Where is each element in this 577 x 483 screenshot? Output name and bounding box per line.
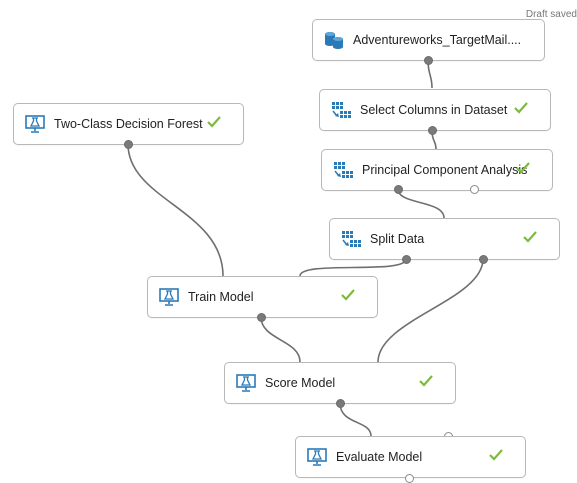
table-transform-icon xyxy=(340,228,362,250)
output-port[interactable] xyxy=(428,126,437,135)
wire-score-model-to-evaluate-model xyxy=(339,402,372,437)
module-adventureworks-dataset[interactable]: Adventureworks_TargetMail.... xyxy=(312,19,545,61)
wire-pca-to-split-data xyxy=(397,188,445,219)
module-evaluate-model[interactable]: Evaluate Model xyxy=(295,436,526,478)
checkmark-icon xyxy=(523,231,537,243)
output-port[interactable] xyxy=(124,140,133,149)
model-flask-icon xyxy=(24,113,46,135)
table-transform-icon xyxy=(332,159,354,181)
output-port[interactable] xyxy=(479,255,488,264)
wire-train-model-to-score-model xyxy=(260,316,301,363)
draft-status-text: Draft saved xyxy=(525,9,577,20)
module-principal-component-analysis[interactable]: Principal Component Analysis xyxy=(321,149,553,191)
output-port[interactable] xyxy=(336,399,345,408)
output-port[interactable] xyxy=(424,56,433,65)
module-select-columns-in-dataset[interactable]: Select Columns in Dataset xyxy=(319,89,551,131)
module-train-model[interactable]: Train Model xyxy=(147,276,378,318)
checkmark-icon xyxy=(489,449,503,461)
model-flask-icon xyxy=(158,286,180,308)
output-port[interactable] xyxy=(405,474,414,483)
module-label: Adventureworks_TargetMail.... xyxy=(353,33,522,47)
wire-decision-forest-to-train-model xyxy=(127,143,224,277)
model-flask-icon xyxy=(235,372,257,394)
output-port[interactable] xyxy=(394,185,403,194)
output-port[interactable] xyxy=(257,313,266,322)
wire-split-data-to-train-model xyxy=(299,258,407,277)
wire-split-data-to-score-model xyxy=(377,258,484,363)
table-transform-icon xyxy=(330,99,352,121)
module-two-class-decision-forest[interactable]: Two-Class Decision Forest xyxy=(13,103,244,145)
module-score-model[interactable]: Score Model xyxy=(224,362,456,404)
output-port[interactable] xyxy=(402,255,411,264)
module-split-data[interactable]: Split Data xyxy=(329,218,560,260)
checkmark-icon xyxy=(516,162,530,174)
checkmark-icon xyxy=(341,289,355,301)
checkmark-icon xyxy=(419,375,433,387)
database-icon xyxy=(323,29,345,51)
checkmark-icon xyxy=(207,116,221,128)
checkmark-icon xyxy=(514,102,528,114)
output-port[interactable] xyxy=(470,185,479,194)
model-flask-icon xyxy=(306,446,328,468)
